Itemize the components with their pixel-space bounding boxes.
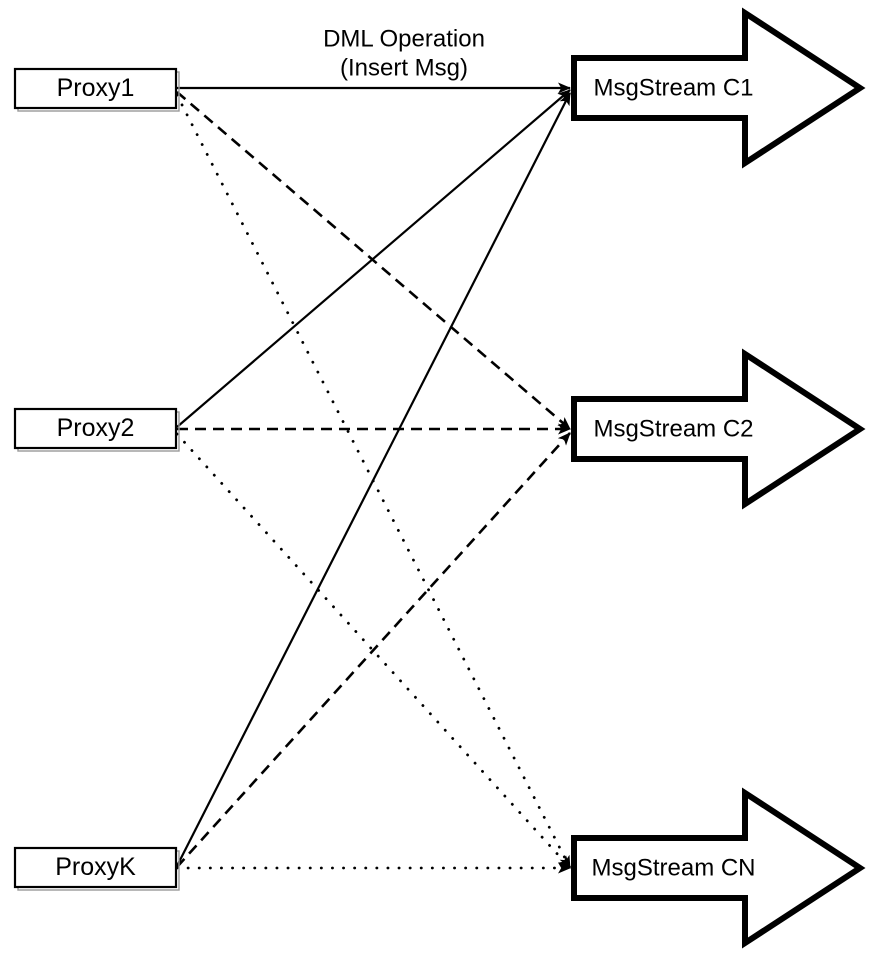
link-line-p1-c2 (176, 91, 571, 430)
stream-label: MsgStream C2 (593, 415, 753, 442)
link-proxyk-to-stream_c2[interactable] (176, 432, 571, 868)
stream-arrow-icon (571, 787, 866, 949)
stream-arrow-icon (571, 348, 866, 510)
link-proxyk-to-stream_c1[interactable] (176, 92, 571, 867)
proxy-box-outline (13, 407, 178, 450)
dml-operation-label: DML Operation (323, 25, 485, 52)
stream-node-stream_c2[interactable]: MsgStream C2 (571, 348, 866, 510)
stream-node-stream_cn[interactable]: MsgStream CN (571, 787, 866, 949)
proxy-node-proxy1[interactable]: Proxy1 (13, 67, 180, 112)
proxy-node-proxy2[interactable]: Proxy2 (13, 407, 180, 452)
link-line-p2-cn (175, 432, 572, 870)
stream-layer: MsgStream C1 MsgStream C2 MsgStream CN (571, 7, 866, 949)
proxy-label: Proxy1 (57, 74, 135, 102)
link-layer (175, 82, 572, 874)
stream-label: MsgStream CN (591, 854, 755, 881)
link-proxy1-to-stream_c2[interactable] (176, 91, 571, 430)
proxy-label: Proxy2 (57, 414, 135, 442)
proxy-box-outline (13, 846, 178, 889)
insert-msg-label: (Insert Msg) (340, 54, 468, 81)
stream-arrow-icon (571, 7, 866, 169)
stream-node-stream_c1[interactable]: MsgStream C1 (571, 7, 866, 169)
link-line-pk-c1 (176, 92, 571, 867)
proxy-box-outline (13, 67, 178, 110)
link-proxy2-to-stream_c1[interactable] (176, 89, 571, 428)
proxy-node-proxyk[interactable]: ProxyK (13, 846, 180, 891)
edge-annotation-group: DML Operation (Insert Msg) (323, 25, 485, 81)
link-proxy2-to-stream_cn[interactable] (175, 432, 572, 870)
link-line-pk-c2 (176, 432, 571, 868)
link-line-p2-c1 (176, 89, 571, 428)
stream-label: MsgStream C1 (593, 74, 753, 101)
proxy-label: ProxyK (55, 853, 136, 881)
